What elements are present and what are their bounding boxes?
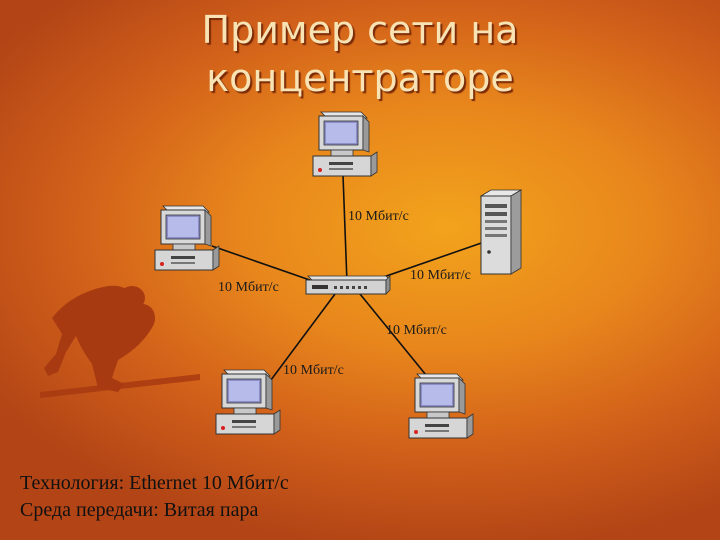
medium-text: Среда передачи: Витая пара bbox=[20, 499, 259, 521]
link-speed-label: 10 Мбит/с bbox=[283, 363, 344, 378]
link-speed-label: 10 Мбит/с bbox=[410, 268, 471, 283]
desktop-computer-icon bbox=[154, 205, 220, 271]
cable-to-server bbox=[371, 239, 491, 282]
network-hub-icon bbox=[305, 275, 391, 295]
technology-text: Технология: Ethernet 10 Мбит/с bbox=[20, 472, 289, 494]
slide-footer: Технология: Ethernet 10 Мбит/с Среда пер… bbox=[20, 470, 289, 524]
tower-server-icon bbox=[480, 189, 522, 275]
title-line-2: концентраторе bbox=[206, 56, 514, 100]
slide-title: Пример сети на концентраторе bbox=[150, 6, 570, 102]
cable-to-pc-bottom-left bbox=[261, 293, 336, 393]
link-speed-label: 10 Мбит/с bbox=[348, 209, 409, 224]
title-line-1: Пример сети на bbox=[201, 8, 519, 52]
runner-silhouette-graphic bbox=[40, 285, 200, 398]
desktop-computer-icon bbox=[215, 369, 281, 435]
link-speed-label: 10 Мбит/с bbox=[218, 280, 279, 295]
cable-to-pc-top bbox=[342, 174, 348, 284]
link-speed-label: 10 Мбит/с bbox=[386, 323, 447, 338]
desktop-computer-icon bbox=[408, 373, 474, 439]
cables bbox=[211, 174, 491, 393]
desktop-computer-icon bbox=[312, 111, 378, 177]
cable-to-pc-bottom-right bbox=[359, 293, 427, 376]
